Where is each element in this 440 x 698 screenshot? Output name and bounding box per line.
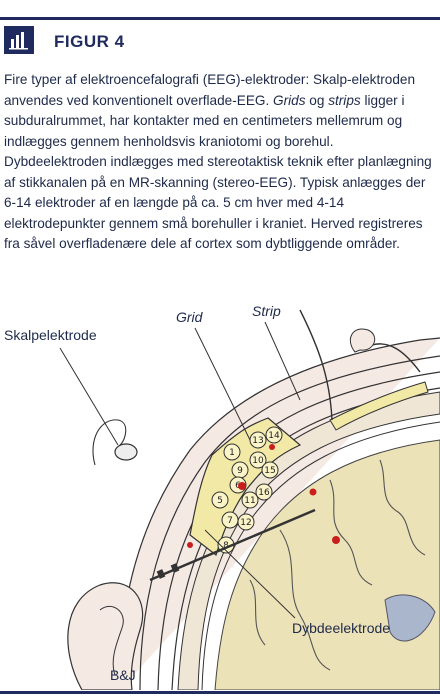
caption-part-2: ligger i subduralrummet, har kontakter m… bbox=[4, 92, 432, 252]
grid-contact-label: 9 bbox=[237, 466, 243, 476]
grid-contact-label: 7 bbox=[227, 516, 233, 526]
figure-title: FIGUR 4 bbox=[54, 32, 125, 51]
grid-contact-label: 15 bbox=[264, 466, 275, 476]
grid-contact-label: 13 bbox=[252, 436, 263, 446]
figure-caption: Fire typer af elektroencefalografi (EEG)… bbox=[4, 70, 432, 255]
grid-contact bbox=[265, 426, 283, 444]
grid-contact bbox=[249, 451, 267, 469]
ear bbox=[67, 582, 144, 691]
scalp-electrode bbox=[114, 443, 138, 461]
grid-contact bbox=[255, 483, 273, 501]
artist-signature: B&J bbox=[110, 667, 136, 683]
eeg-electrode-illustration: 15913610147111581216 bbox=[0, 300, 440, 691]
label-strip: Strip bbox=[252, 303, 281, 319]
grid-contact-label: 12 bbox=[240, 518, 251, 528]
grid-contact bbox=[211, 491, 229, 509]
grid-contact bbox=[241, 491, 259, 509]
label-dybdeelektrode: Dybdeelektrode bbox=[292, 620, 390, 636]
caption-og: og bbox=[305, 92, 329, 108]
label-skalpelektrode: Skalpelektrode bbox=[4, 327, 97, 343]
strip-electrode bbox=[329, 381, 429, 431]
grid-contact-label: 11 bbox=[244, 496, 255, 506]
caption-grids: Grids bbox=[273, 92, 306, 108]
grid-contact-label: 8 bbox=[223, 541, 229, 551]
grid-contact-label: 16 bbox=[258, 488, 270, 498]
grid-contact-label: 10 bbox=[252, 456, 264, 466]
bar-chart-icon bbox=[4, 26, 34, 54]
grid-contact-label: 1 bbox=[229, 448, 235, 458]
grid-contact bbox=[223, 443, 241, 461]
top-rule bbox=[0, 17, 440, 20]
grid-contact bbox=[237, 513, 255, 531]
bottom-rule bbox=[0, 691, 440, 694]
caption-part-1: Fire typer af elektroencefalografi (EEG)… bbox=[4, 72, 416, 108]
grid-contacts: 15913610147111581216 bbox=[211, 426, 283, 554]
caption-strips: strips bbox=[328, 92, 361, 108]
grid-contact-label: 5 bbox=[217, 496, 223, 506]
grid-contact bbox=[261, 461, 279, 479]
grid-contact-label: 14 bbox=[268, 431, 280, 441]
label-grid: Grid bbox=[176, 309, 204, 325]
